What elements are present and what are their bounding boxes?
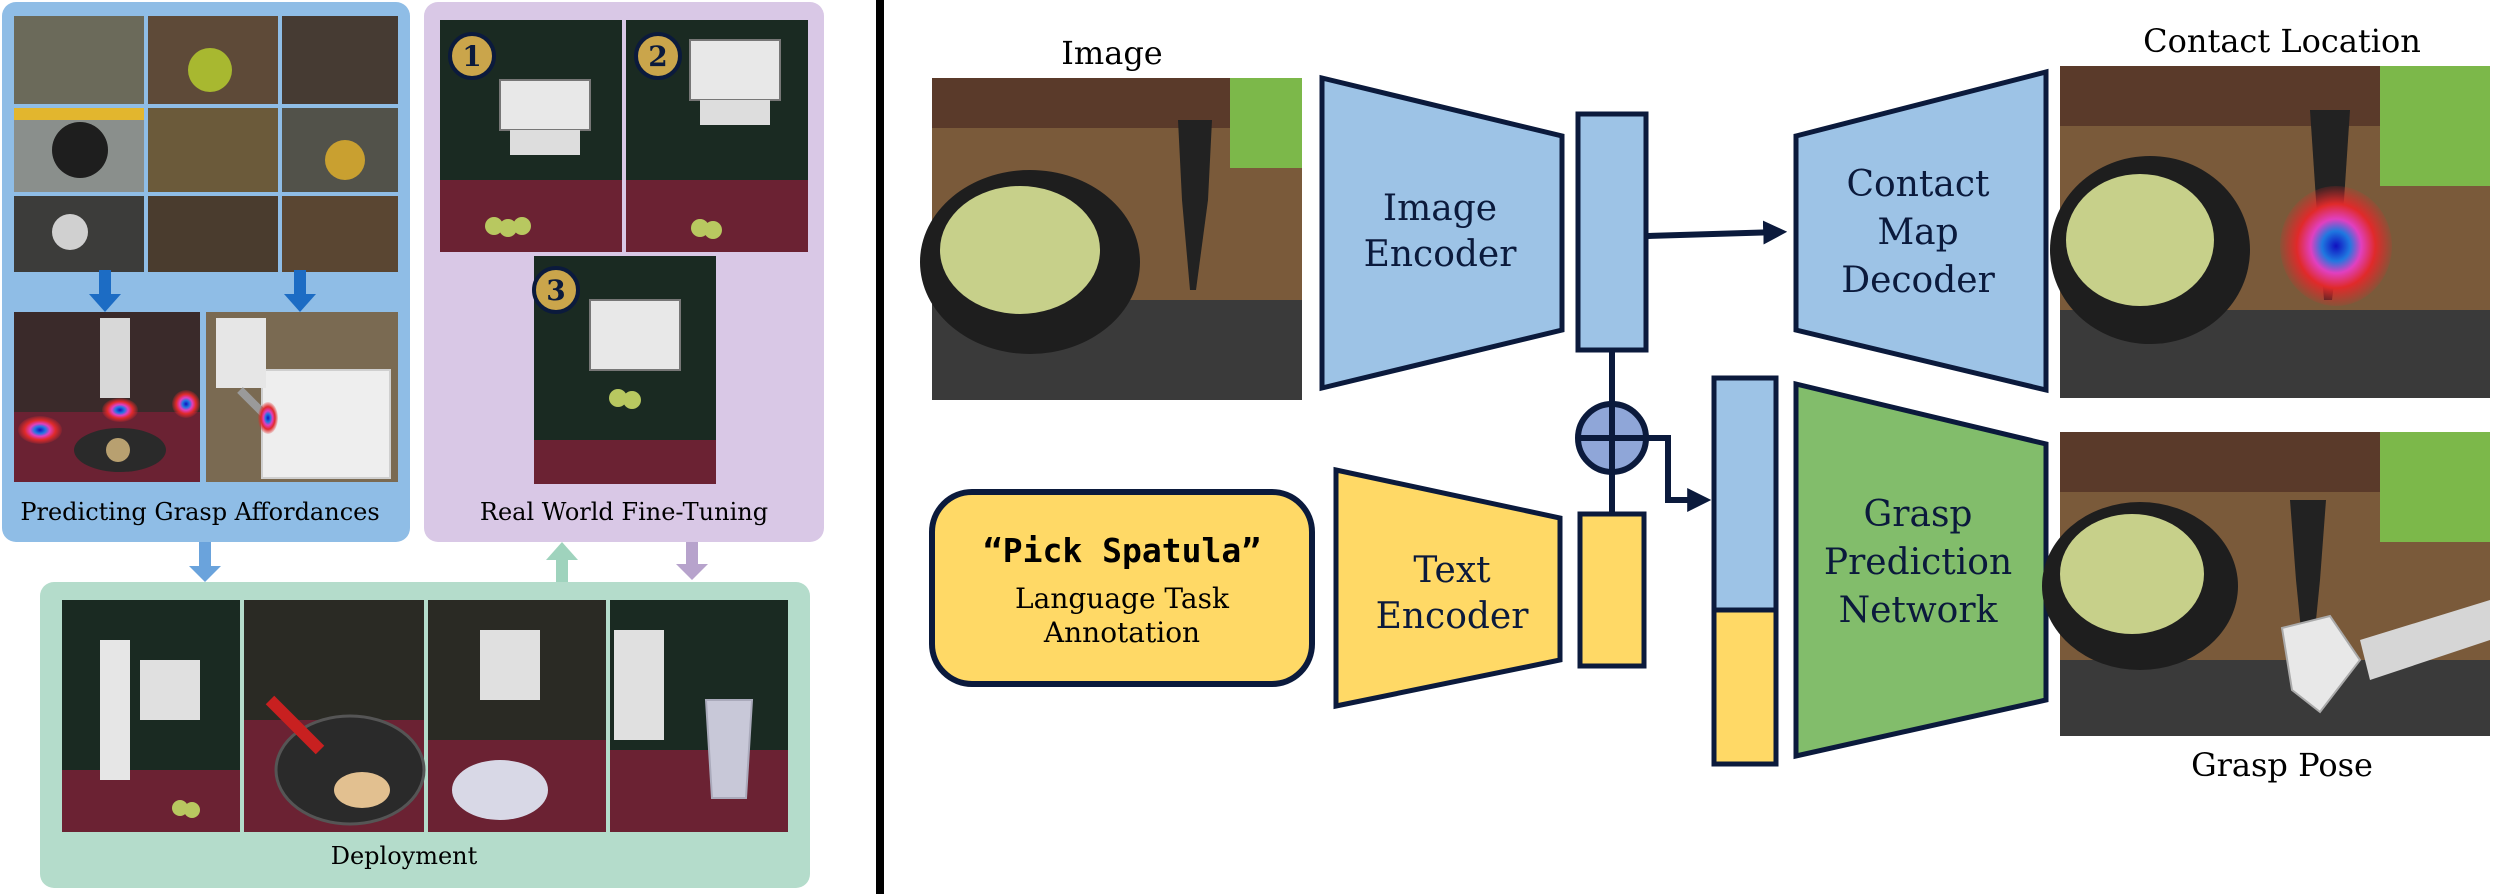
task-quote: “Pick Spatula” bbox=[983, 531, 1261, 570]
task-annotation-line-1: Language Task bbox=[1015, 582, 1230, 615]
grasp-pose-label: Grasp Pose bbox=[2191, 746, 2373, 784]
language-task-annotation: “Pick Spatula” Language Task Annotation bbox=[929, 489, 1315, 687]
image-feature-vector bbox=[1575, 111, 1649, 353]
finetune-image-2 bbox=[626, 20, 808, 252]
text-encoder-block: Text Encoder bbox=[1333, 466, 1563, 710]
deployment-image-3 bbox=[428, 600, 606, 832]
contact-map-decoder-block: Contact Map Decoder bbox=[1793, 68, 2049, 394]
panel-connector-arrows bbox=[189, 542, 708, 584]
fusion-sum-node bbox=[1575, 401, 1649, 475]
grasp-pose-image bbox=[2042, 432, 2490, 736]
gpn-line-2: Prediction bbox=[1824, 542, 2012, 583]
input-image bbox=[920, 78, 1302, 400]
deployment-image-1 bbox=[62, 600, 240, 832]
decoder-line-3: Decoder bbox=[1841, 260, 1995, 301]
feature-to-decoder-arrow bbox=[1647, 220, 1788, 245]
image-label: Image bbox=[1061, 34, 1162, 72]
image-encoder-line-1: Image bbox=[1383, 188, 1497, 229]
svg-text:1: 1 bbox=[462, 40, 481, 73]
image-encoder-block: Image Encoder bbox=[1319, 74, 1565, 392]
egocentric-image-grid bbox=[14, 16, 398, 272]
image-encoder-line-2: Encoder bbox=[1364, 234, 1518, 275]
gpn-line-1: Grasp bbox=[1864, 494, 1973, 535]
text-encoder-line-1: Text bbox=[1413, 550, 1491, 591]
affordance-example-right bbox=[206, 312, 398, 482]
contact-location-label: Contact Location bbox=[2143, 22, 2421, 60]
step-badge-2: 2 bbox=[634, 32, 682, 80]
deployment-image-2 bbox=[244, 600, 426, 832]
affordances-label: Predicting Grasp Affordances bbox=[20, 498, 379, 526]
svg-text:3: 3 bbox=[546, 274, 565, 307]
grasp-prediction-network-block: Grasp Prediction Network bbox=[1793, 380, 2049, 760]
grid-to-affordance-arrows bbox=[89, 270, 316, 312]
gpn-line-3: Network bbox=[1839, 590, 1999, 631]
step-badge-1: 1 bbox=[448, 32, 496, 80]
step-badge-3: 3 bbox=[532, 266, 580, 314]
concatenated-feature-vector bbox=[1711, 375, 1779, 767]
deployment-image-4 bbox=[610, 600, 788, 832]
finetune-label: Real World Fine-Tuning bbox=[480, 498, 768, 526]
text-encoder-line-2: Encoder bbox=[1376, 596, 1530, 637]
text-feature-vector bbox=[1577, 511, 1647, 669]
decoder-line-1: Contact bbox=[1847, 164, 1990, 205]
sum-to-concat-arrow bbox=[1646, 435, 1712, 512]
affordance-example-left bbox=[14, 312, 200, 482]
contact-location-image bbox=[2050, 66, 2490, 398]
task-annotation-line-2: Annotation bbox=[1043, 616, 1200, 649]
deployment-label: Deployment bbox=[331, 842, 478, 870]
decoder-line-2: Map bbox=[1877, 212, 1958, 253]
svg-text:2: 2 bbox=[648, 40, 667, 73]
half-divider bbox=[876, 0, 884, 894]
